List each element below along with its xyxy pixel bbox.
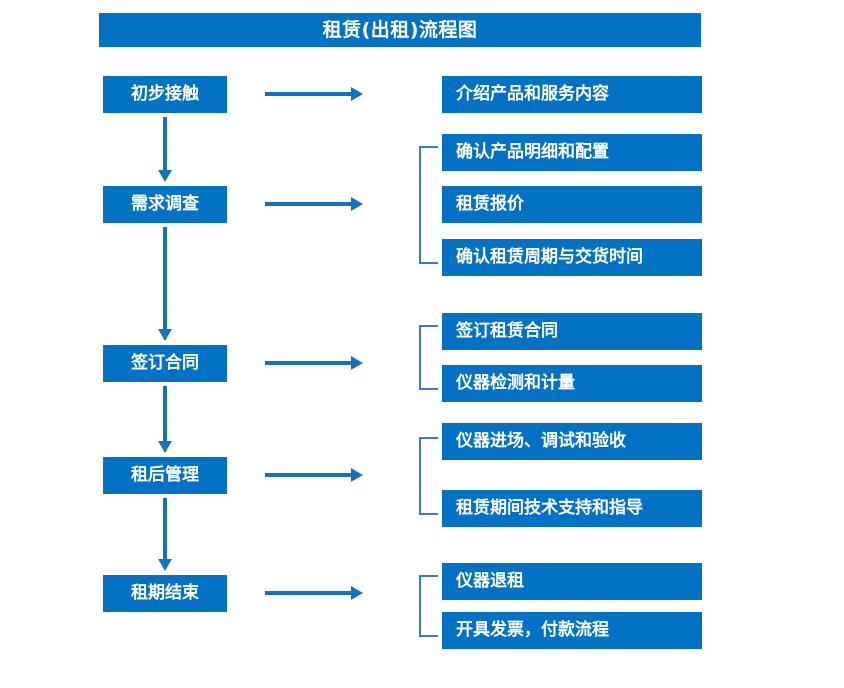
horizontal-arrow-icon-stage4: [265, 468, 363, 482]
bracket-group-lease-end: [419, 575, 438, 637]
stage-label: 租后管理: [131, 465, 199, 485]
detail-box-instrument-return[interactable]: 仪器退租: [442, 563, 702, 600]
detail-label: 租赁期间技术支持和指导: [456, 498, 643, 518]
detail-box-invoice-payment[interactable]: 开具发票，付款流程: [442, 612, 702, 649]
vertical-arrow-icon-stage3-to-stage4: [158, 386, 172, 453]
horizontal-arrow-icon-stage1: [265, 87, 363, 101]
vertical-arrow-icon-stage1-to-stage2: [158, 117, 172, 182]
bracket-group-requirement-survey: [419, 146, 438, 264]
detail-label: 确认产品明细和配置: [456, 142, 609, 162]
stage-label: 签订合同: [131, 353, 199, 373]
detail-label: 开具发票，付款流程: [456, 620, 609, 640]
vertical-arrow-icon-stage4-to-stage5: [158, 498, 172, 571]
detail-box-instrument-delivery-commissioning[interactable]: 仪器进场、调试和验收: [442, 423, 702, 460]
detail-box-introduce-products[interactable]: 介绍产品和服务内容: [442, 76, 702, 113]
detail-label: 仪器检测和计量: [456, 373, 575, 393]
diagram-title-text: 租赁(出租)流程图: [322, 18, 478, 41]
bracket-group-post-rental-management: [419, 437, 438, 515]
horizontal-arrow-icon-stage5: [265, 586, 363, 600]
detail-label: 确认租赁周期与交货时间: [456, 247, 643, 267]
horizontal-arrow-icon-stage2: [265, 197, 363, 211]
diagram-title-banner: 租赁(出租)流程图: [99, 13, 701, 47]
stage-label: 租期结束: [131, 583, 199, 603]
stage-box-requirement-survey[interactable]: 需求调查: [103, 186, 227, 223]
detail-label: 租赁报价: [456, 194, 524, 214]
detail-label: 介绍产品和服务内容: [456, 84, 609, 104]
detail-box-instrument-inspection[interactable]: 仪器检测和计量: [442, 365, 702, 402]
detail-label: 仪器退租: [456, 571, 524, 591]
stage-box-initial-contact[interactable]: 初步接触: [103, 76, 227, 113]
detail-box-confirm-lease-period[interactable]: 确认租赁周期与交货时间: [442, 239, 702, 276]
detail-box-rental-quotation[interactable]: 租赁报价: [442, 186, 702, 223]
stage-label: 初步接触: [131, 84, 199, 104]
horizontal-arrow-icon-stage3: [265, 356, 363, 370]
bracket-group-sign-contract: [419, 325, 438, 390]
stage-box-post-rental-management[interactable]: 租后管理: [103, 457, 227, 494]
detail-box-sign-lease-contract[interactable]: 签订租赁合同: [442, 313, 702, 350]
vertical-arrow-icon-stage2-to-stage3: [158, 227, 172, 341]
detail-label: 签订租赁合同: [456, 321, 558, 341]
stage-box-lease-end[interactable]: 租期结束: [103, 575, 227, 612]
detail-box-confirm-product-specs[interactable]: 确认产品明细和配置: [442, 134, 702, 171]
detail-label: 仪器进场、调试和验收: [456, 431, 626, 451]
detail-box-technical-support[interactable]: 租赁期间技术支持和指导: [442, 490, 702, 527]
stage-box-sign-contract[interactable]: 签订合同: [103, 345, 227, 382]
stage-label: 需求调查: [131, 194, 199, 214]
